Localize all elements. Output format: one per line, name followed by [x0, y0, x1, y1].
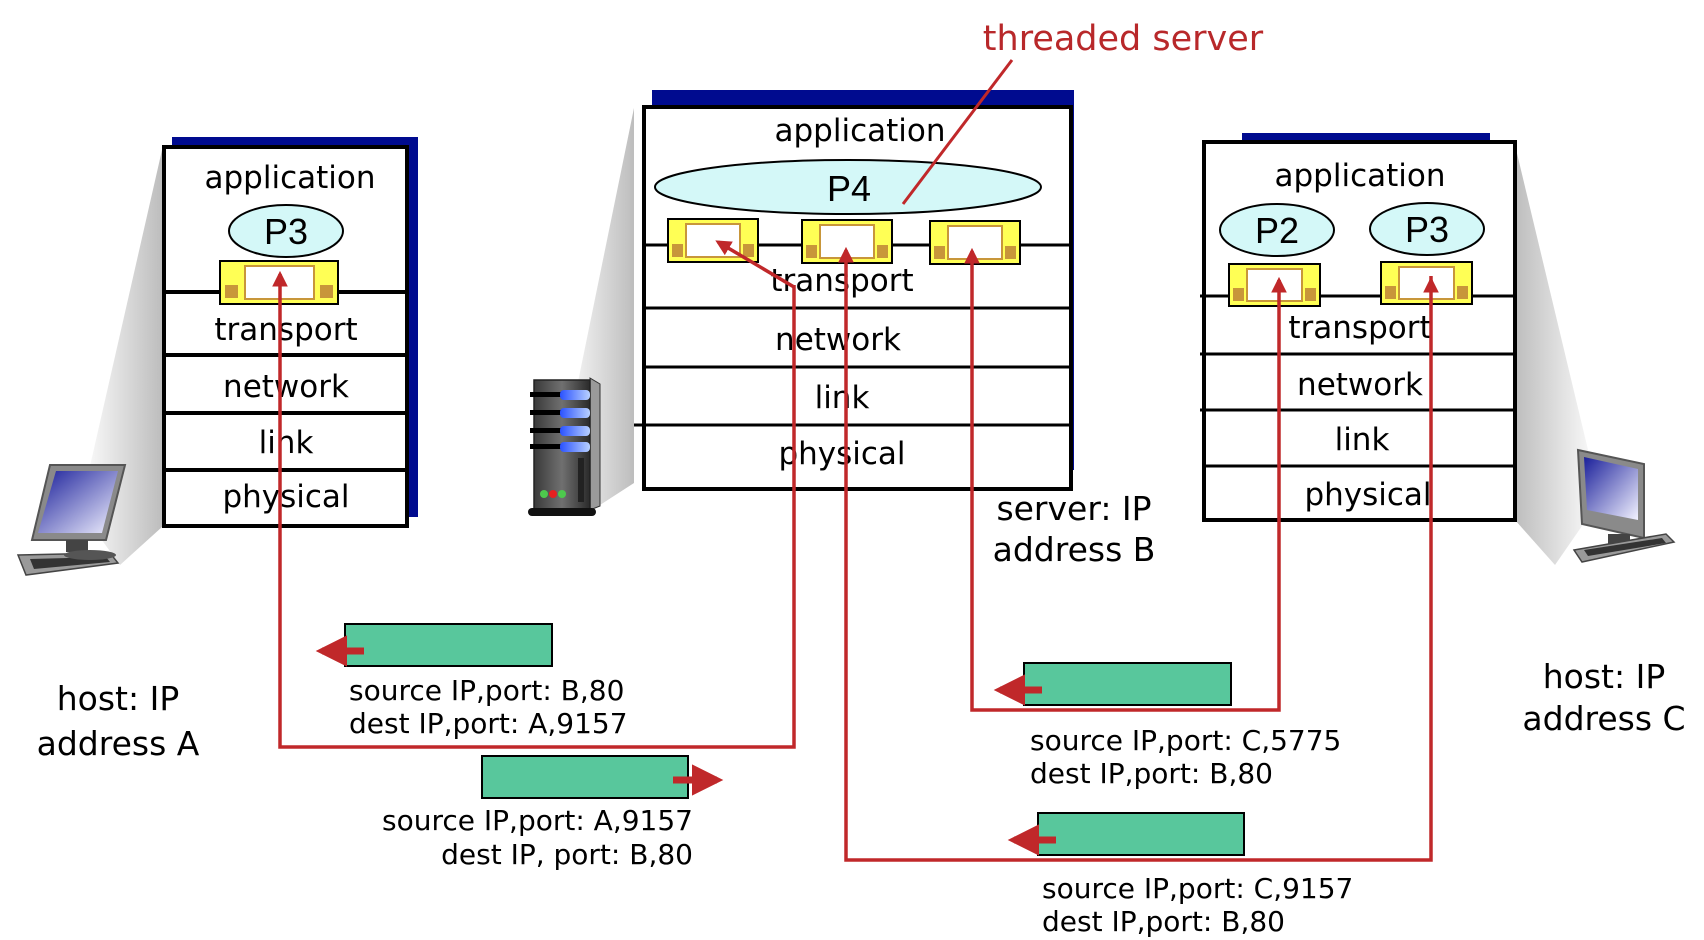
process-p2[interactable] [1219, 203, 1335, 257]
server-b-label-line1: server: IP [996, 489, 1151, 528]
segment-2-line1: source IP,port: A,9157 [382, 804, 693, 837]
segment-4: source IP,port: C,9157 dest IP,port: B,8… [1007, 812, 1353, 938]
layer-transport: transport [770, 263, 913, 299]
server-tower-icon [528, 377, 601, 516]
segment-1-line2: dest IP,port: A,9157 [349, 707, 628, 740]
segment-packet[interactable] [481, 755, 689, 799]
segment-packet[interactable] [1037, 812, 1245, 856]
segment-packet[interactable] [1023, 662, 1232, 706]
socket[interactable] [667, 218, 759, 263]
process-p3[interactable] [1369, 202, 1485, 256]
layer-network: network [775, 322, 901, 358]
segment-3-line2: dest IP,port: B,80 [1030, 757, 1273, 790]
path-server-socket1-diag [715, 240, 795, 289]
host-a-label-line1: host: IP [57, 679, 179, 718]
layer-transport: transport [1288, 310, 1431, 346]
segment-3: source IP,port: C,5775 dest IP,port: B,8… [993, 662, 1341, 790]
segment-3-line1: source IP,port: C,5775 [1030, 724, 1341, 757]
threaded-server-title: threaded server [983, 19, 1264, 59]
layer-link: link [1335, 422, 1390, 458]
layer-network: network [223, 369, 349, 405]
layer-application: application [1275, 158, 1446, 194]
layer-link: link [815, 380, 870, 416]
host-a-perspective-shade [80, 150, 162, 565]
layer-physical: physical [222, 479, 349, 515]
host-c-stack: application P2 P3 transport network link… [1200, 133, 1517, 522]
server-b-stack: application P4 transport network link ph… [634, 90, 1074, 491]
title-pointer-line [901, 59, 1014, 205]
layer-network: network [1297, 367, 1423, 403]
process-p3-label: P3 [264, 211, 308, 252]
process-p4-label: P4 [827, 168, 871, 209]
segment-2-line2: dest IP, port: B,80 [441, 838, 693, 871]
host-a-label-line2: address A [37, 724, 200, 763]
layer-physical: physical [778, 436, 905, 472]
segment-packet[interactable] [344, 623, 553, 667]
path-host-a-server [272, 270, 796, 749]
segment-1-line1: source IP,port: B,80 [349, 674, 624, 707]
host-c-label-line2: address C [1522, 699, 1685, 738]
desktop-computer-icon [1572, 448, 1676, 563]
process-p4[interactable] [654, 159, 1042, 215]
process-p2-label: P2 [1255, 210, 1299, 251]
segment-1: source IP,port: B,80 dest IP,port: A,915… [315, 623, 628, 740]
layer-physical: physical [1304, 477, 1431, 513]
process-p3-label: P3 [1405, 209, 1449, 250]
desktop-computer-icon [16, 464, 127, 576]
layer-application: application [775, 113, 946, 149]
socket[interactable] [1228, 263, 1321, 307]
server-b-label-line2: address B [993, 530, 1156, 569]
path-host-c-p3-server [838, 246, 1433, 862]
layer-link: link [259, 425, 314, 461]
socket[interactable] [929, 220, 1021, 265]
process-p3[interactable] [228, 204, 344, 258]
host-a-stack: application P3 transport network link ph… [162, 137, 418, 528]
layer-transport: transport [214, 312, 357, 348]
segment-2: source IP,port: A,9157 dest IP, port: B,… [382, 755, 724, 871]
path-host-c-p2-server [964, 247, 1281, 712]
host-c-label-line1: host: IP [1543, 657, 1665, 696]
socket[interactable] [1380, 261, 1473, 305]
layer-application: application [205, 160, 376, 196]
segment-4-line1: source IP,port: C,9157 [1042, 872, 1353, 905]
segment-4-line2: dest IP,port: B,80 [1042, 905, 1285, 938]
